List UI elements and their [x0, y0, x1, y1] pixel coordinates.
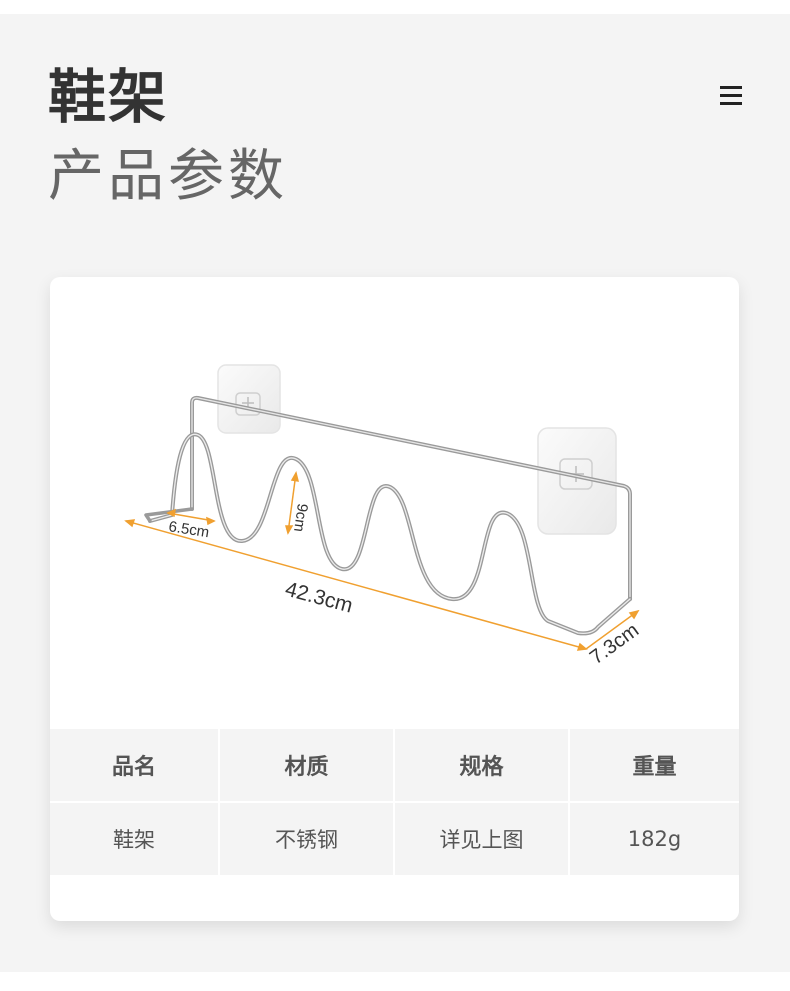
dimension-height-label: 9cm — [290, 502, 311, 532]
spec-header-weight: 重量 — [569, 729, 739, 803]
adhesive-pad-right — [537, 427, 617, 535]
dimension-lines — [124, 471, 640, 651]
product-illustration: 6.5cm 9cm 42.3cm 7.3cm — [124, 364, 643, 669]
page-title: 鞋架 — [48, 63, 169, 131]
dimension-depth-label: 7.3cm — [586, 619, 643, 669]
spec-value-weight: 182g — [569, 802, 739, 875]
spec-header-material: 材质 — [219, 729, 395, 803]
product-card: 6.5cm 9cm 42.3cm 7.3cm 品名 材质 规格 重量 鞋架 不锈… — [50, 277, 739, 921]
wire-rack — [144, 395, 632, 636]
spec-value-size: 详见上图 — [394, 802, 570, 875]
spec-table: 品名 材质 规格 重量 鞋架 不锈钢 详见上图 182g — [50, 729, 739, 875]
spec-value-name: 鞋架 — [50, 802, 220, 875]
dimension-width-label: 6.5cm — [167, 518, 210, 541]
page-subtitle: 产品参数 — [48, 144, 288, 209]
spec-header-name: 品名 — [50, 729, 220, 803]
spec-table-header-row: 品名 材质 规格 重量 — [50, 729, 739, 803]
adhesive-pad-left — [217, 364, 281, 434]
spec-header-size: 规格 — [394, 729, 570, 803]
spec-table-value-row: 鞋架 不锈钢 详见上图 182g — [50, 802, 739, 875]
dimension-length-label: 42.3cm — [283, 578, 355, 618]
spec-value-material: 不锈钢 — [219, 802, 395, 875]
menu-icon[interactable] — [720, 86, 742, 106]
